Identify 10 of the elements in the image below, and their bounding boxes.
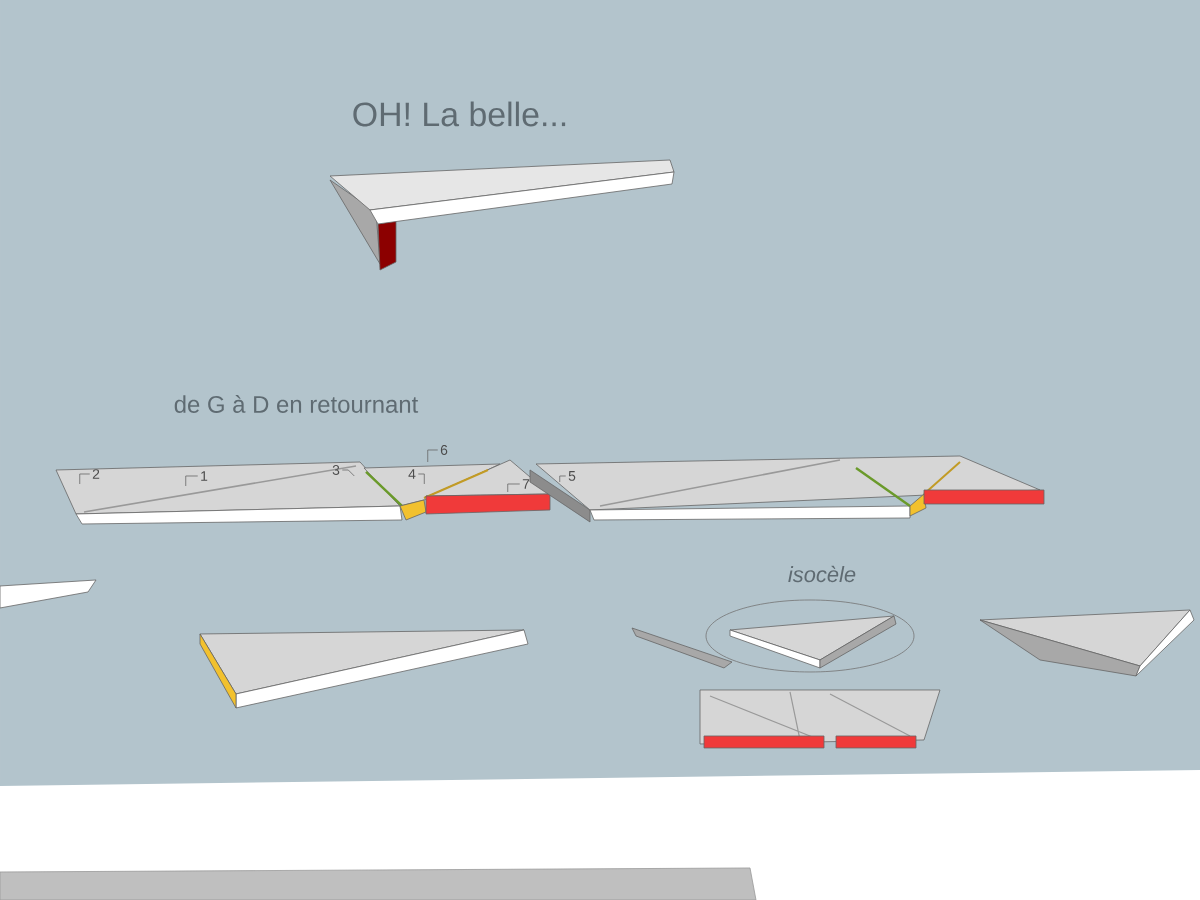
leader-line <box>341 469 355 477</box>
leader-line <box>559 475 567 483</box>
leader-line <box>185 475 199 487</box>
leader-line <box>417 473 425 485</box>
heading-text: isocèle <box>788 565 856 583</box>
heading-text: OH! La belle... <box>353 101 566 127</box>
leader-line <box>427 449 439 463</box>
leader-line <box>79 473 91 485</box>
heading-text: de G à D en retournant <box>174 395 419 413</box>
leader-line <box>507 483 521 493</box>
